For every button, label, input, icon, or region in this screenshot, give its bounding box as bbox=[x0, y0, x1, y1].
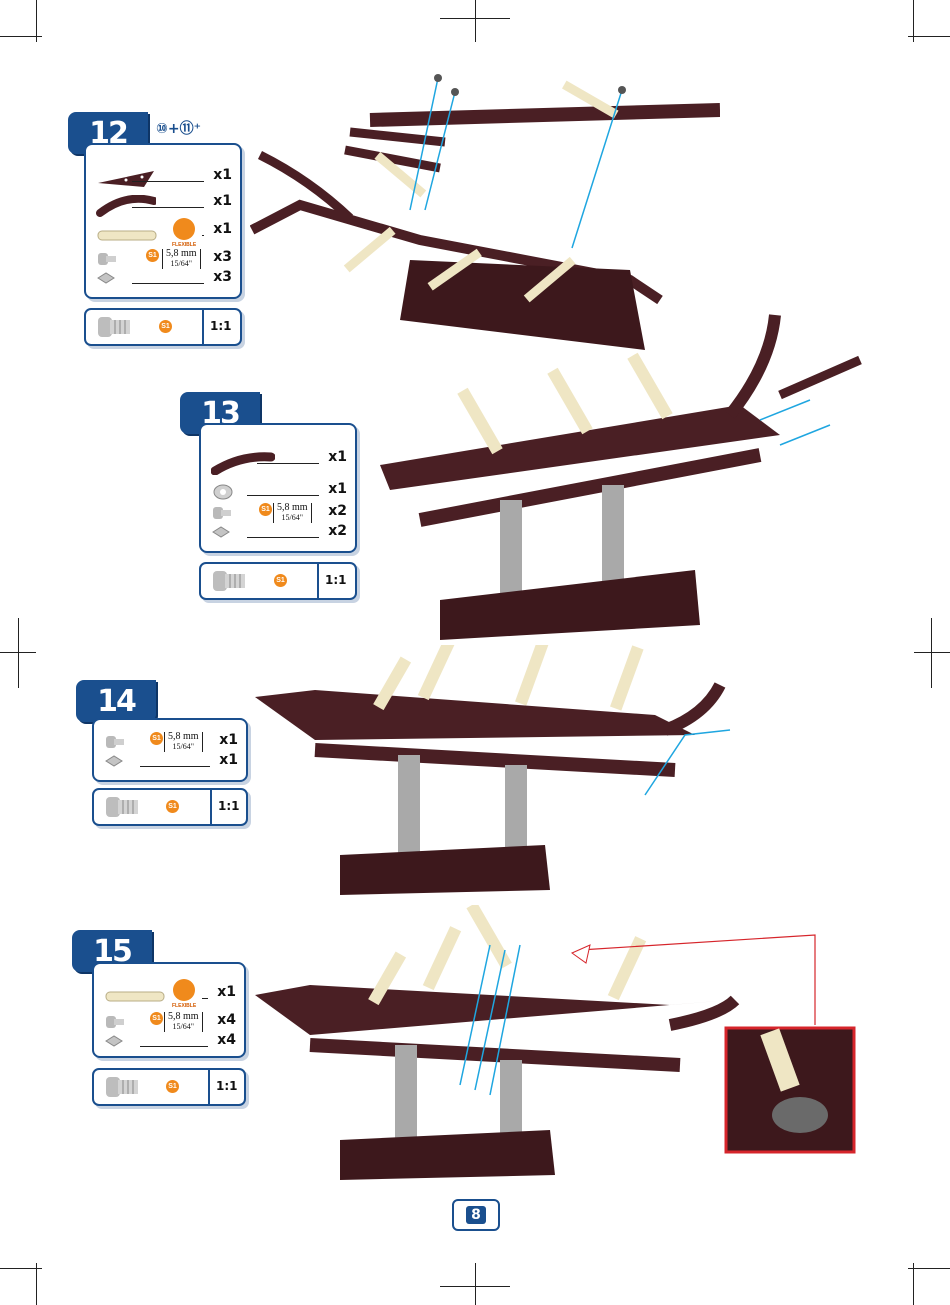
step-15-illustration bbox=[250, 905, 860, 1185]
curved-strip-icon bbox=[96, 195, 156, 217]
flexible-strip-icon bbox=[96, 223, 158, 245]
part-row: x3 bbox=[92, 269, 234, 291]
bolt-icon bbox=[211, 505, 233, 521]
bolt-icon bbox=[211, 569, 247, 593]
step-number: 14 bbox=[76, 680, 156, 722]
bolt-icon bbox=[104, 795, 140, 819]
step-14-illustration bbox=[255, 645, 750, 895]
part-row: FLEXIBLE x1 bbox=[100, 984, 238, 1006]
part-row: x1 bbox=[207, 449, 349, 471]
part-row: x1 bbox=[100, 752, 240, 774]
nut-icon bbox=[104, 754, 124, 768]
part-row: x1 bbox=[92, 193, 234, 215]
bolt-icon bbox=[96, 315, 132, 339]
part-row: x2 bbox=[207, 523, 349, 545]
detail-zoom-view bbox=[726, 1028, 854, 1152]
bolt-icon bbox=[104, 1075, 140, 1099]
scale-panel: S1 1:1 bbox=[84, 308, 242, 346]
nut-icon bbox=[104, 1034, 124, 1048]
scale-panel: S1 1:1 bbox=[92, 788, 248, 826]
flexible-badge-icon bbox=[172, 978, 196, 1002]
nut-icon bbox=[96, 271, 116, 285]
bolt-icon bbox=[104, 734, 126, 750]
nut-icon bbox=[211, 525, 231, 539]
bolt-icon bbox=[96, 251, 118, 267]
part-row: x4 bbox=[100, 1032, 238, 1054]
flexible-strip-icon bbox=[104, 986, 166, 1008]
part-row: x1 bbox=[92, 167, 234, 189]
angle-bracket-icon bbox=[211, 483, 235, 501]
part-row: x1 bbox=[207, 481, 349, 503]
flexible-badge-icon bbox=[172, 217, 196, 241]
part-row: FLEXIBLE x1 bbox=[92, 221, 234, 243]
bolt-icon bbox=[104, 1014, 126, 1030]
scale-panel: S1 1:1 bbox=[92, 1068, 246, 1106]
page-number: 8 bbox=[452, 1199, 500, 1231]
triangle-plate-icon bbox=[96, 169, 156, 189]
step-references: ⑩+⑪⁺ bbox=[156, 118, 201, 138]
step-13-illustration bbox=[360, 305, 870, 645]
scale-panel: S1 1:1 bbox=[199, 562, 357, 600]
